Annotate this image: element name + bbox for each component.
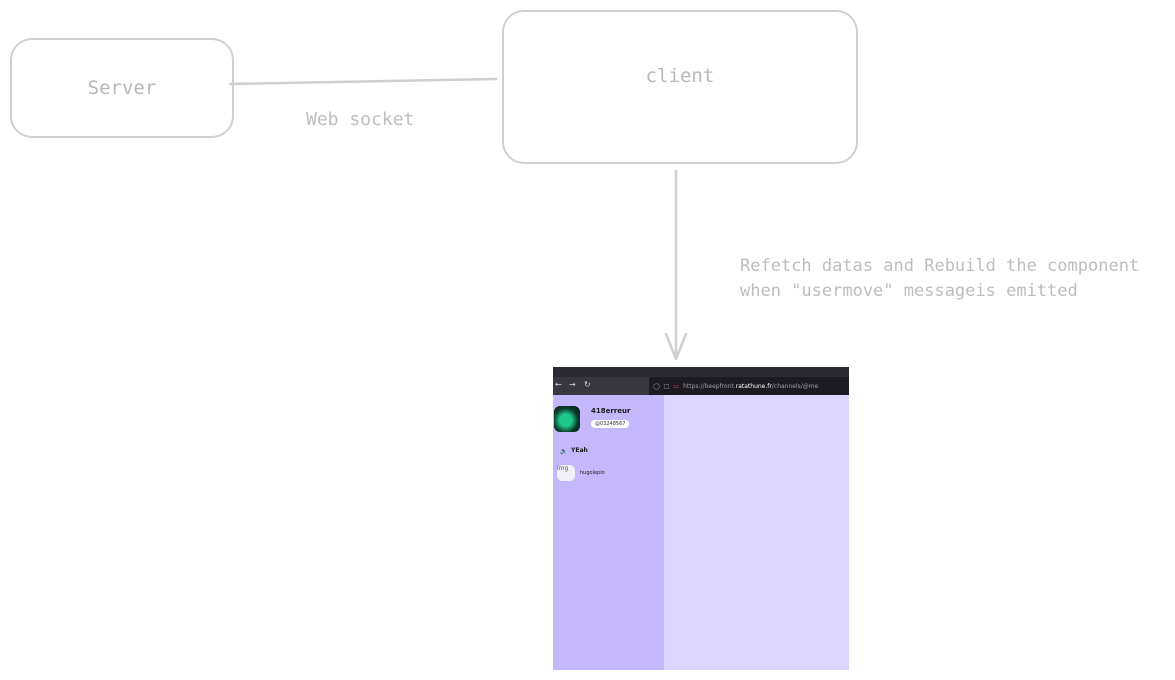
refetch-note: Refetch datas and Rebuild the component … bbox=[740, 254, 1139, 304]
url-text: https://beepfront.ratathune.fr/channels/… bbox=[683, 382, 819, 390]
websocket-connector-line bbox=[228, 77, 498, 86]
shield-icon: ◯ bbox=[653, 382, 660, 390]
client-label: client bbox=[645, 65, 715, 87]
refetch-note-line-2: when "usermove" messageis emitted bbox=[740, 281, 1078, 301]
speaker-icon: 🔈 bbox=[560, 448, 568, 455]
permissions-icon: ▭ bbox=[673, 382, 680, 390]
app-screenshot: ← → ↻ ◯ □ ▭ https://beepfront.ratathune.… bbox=[553, 367, 849, 670]
back-icon: ← bbox=[555, 380, 562, 389]
voice-channel-name: YEah bbox=[571, 447, 588, 454]
app-sidebar: 418erreur @03248567 🔈 YEah img hugolepio bbox=[553, 395, 664, 670]
reload-icon: ↻ bbox=[584, 380, 591, 389]
lock-icon: □ bbox=[663, 382, 670, 390]
user-name: 418erreur bbox=[591, 407, 631, 415]
browser-toolbar: ← → ↻ ◯ □ ▭ https://beepfront.ratathune.… bbox=[553, 377, 849, 395]
user-tag: @03248567 bbox=[591, 420, 630, 428]
browser-tab-bar bbox=[553, 367, 849, 377]
app-main-panel bbox=[664, 395, 849, 670]
websocket-label: Web socket bbox=[306, 109, 415, 130]
client-node: client bbox=[502, 10, 858, 164]
refetch-arrow-head bbox=[664, 332, 688, 361]
member-name: hugolepio bbox=[580, 470, 605, 476]
user-avatar bbox=[554, 406, 580, 432]
forward-icon: → bbox=[569, 380, 576, 389]
member-avatar: img bbox=[557, 465, 575, 481]
address-bar: ◯ □ ▭ https://beepfront.ratathune.fr/cha… bbox=[649, 377, 849, 395]
server-node: Server bbox=[10, 38, 234, 138]
server-label: Server bbox=[87, 77, 157, 99]
refetch-note-line-1: Refetch datas and Rebuild the component bbox=[740, 256, 1140, 276]
